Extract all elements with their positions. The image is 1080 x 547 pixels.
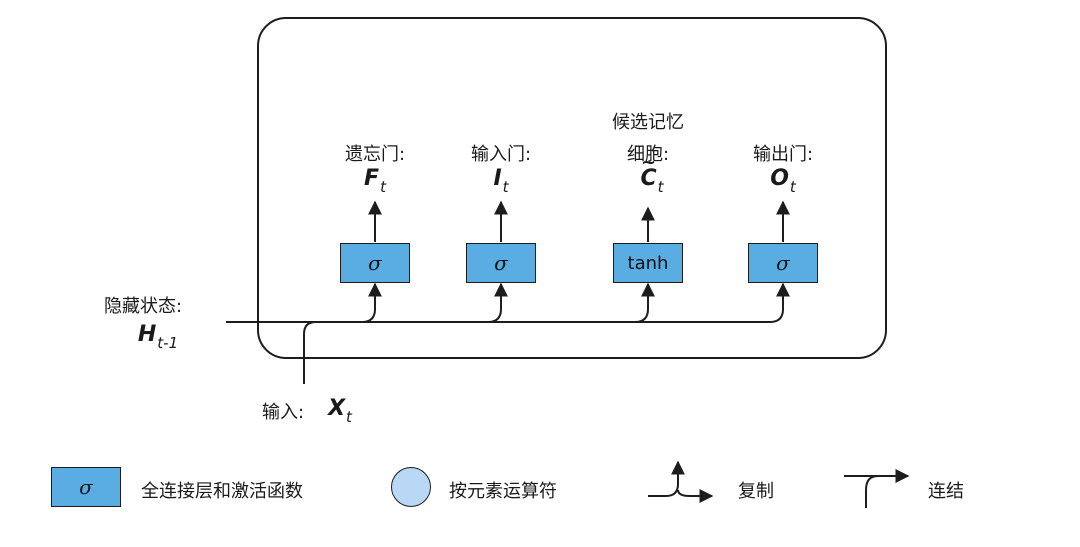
output-gate-variable: Ot (770, 166, 796, 196)
output-gate-sigmoid: σ (748, 243, 818, 283)
forget-gate-variable: Ft (364, 166, 386, 196)
legend-fc-box: σ (51, 467, 121, 507)
legend-fc-label: 全连接层和激活函数 (141, 481, 303, 502)
candidate-tanh: tanh (613, 243, 683, 283)
candidate-title-line1: 候选记忆 (612, 112, 684, 133)
input-variable: Xt (328, 396, 352, 426)
candidate-title-line2: 细胞: (626, 144, 670, 165)
input-gate-sigmoid: σ (466, 243, 536, 283)
output-gate-title: 输出门: (752, 144, 814, 165)
legend-elementwise-label: 按元素运算符 (449, 481, 557, 502)
forget-gate-title: 遗忘门: (344, 144, 406, 165)
legend-elementwise-circle (391, 467, 431, 507)
branch-forget (361, 282, 382, 323)
branch-output (769, 282, 790, 323)
hidden-state-variable: Ht-1 (137, 322, 179, 352)
branch-candidate (634, 282, 655, 323)
candidate-variable: ~Ct (640, 152, 664, 196)
lstm-cell-container (257, 17, 887, 359)
input-line (303, 321, 317, 384)
input-gate-title: 输入门: (470, 144, 532, 165)
forget-gate-sigmoid: σ (340, 243, 410, 283)
legend-copy-label: 复制 (738, 481, 774, 502)
legend-concat-icon (844, 475, 879, 508)
legend-concat-label: 连结 (928, 481, 964, 502)
legend-copy-icon (648, 460, 685, 497)
branch-input (487, 282, 508, 323)
legend-copy-icon-branch (677, 489, 714, 503)
hidden-state-label: 隐藏状态: (104, 296, 183, 317)
input-label: 输入: (262, 402, 305, 423)
input-gate-variable: It (493, 166, 509, 196)
